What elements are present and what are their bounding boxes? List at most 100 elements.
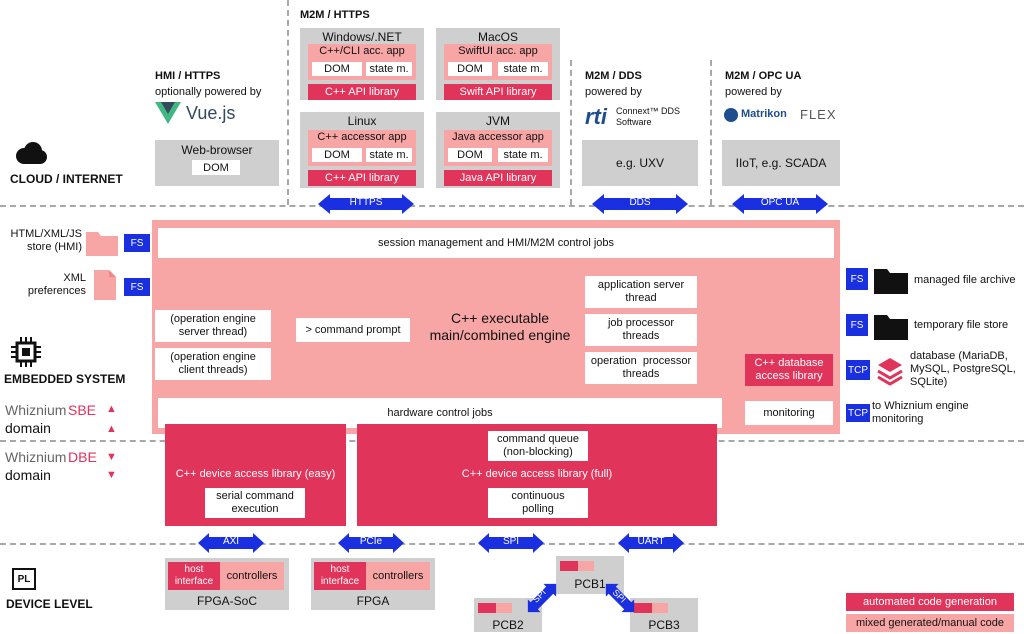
jvm-dom: DOM <box>448 148 492 162</box>
dbe-label: DBE <box>68 449 97 465</box>
dbe-easy-label: C++ device access library (easy) <box>175 468 336 480</box>
linux-title: Linux <box>347 114 377 128</box>
session-box: session management and HMI/M2M control j… <box>158 228 834 258</box>
dds-header: M2M / DDS <box>585 70 642 82</box>
opc-powered-label: powered by <box>725 86 782 98</box>
axi-label: AXI <box>222 536 240 547</box>
jvm-state: state m. <box>498 148 548 162</box>
cmd-queue-box: command queue (non-blocking) <box>488 431 588 461</box>
sbe-up-icon-2: ▲ <box>106 423 117 435</box>
matrikon-logo-icon <box>724 108 738 122</box>
sbe-prefix: Whiznium <box>5 402 67 418</box>
pcb2-chip-red <box>478 603 496 613</box>
cloud-icon <box>12 142 48 164</box>
archive-label: managed file archive <box>914 274 1016 286</box>
pcb1-chip-pink <box>578 561 594 571</box>
https-arrow <box>318 194 414 214</box>
pcb2-chip-pink <box>496 603 512 613</box>
file-icon-xml <box>94 270 116 300</box>
op-server-box: (operation engine server thread) <box>155 310 271 342</box>
sbe-label: SBE <box>68 402 97 418</box>
pl-icon: PL <box>12 568 36 590</box>
jvm-app-label: Java accessor app <box>452 131 544 143</box>
fpga-soc-controllers: controllers <box>220 562 284 590</box>
db-lib-box: C++ database access library <box>745 354 833 386</box>
dbe-full-label: C++ device access library (full) <box>461 468 613 480</box>
https-arrow-label: HTTPS <box>349 197 383 208</box>
rti-logo-icon: rti <box>585 104 607 129</box>
web-browser-label: Web-browser <box>181 143 253 157</box>
separator-hmi <box>287 0 289 205</box>
hmi-powered-label: optionally powered by <box>155 86 262 98</box>
opc-header: M2M / OPC UA <box>725 70 802 82</box>
folder-icon-temp <box>874 312 908 340</box>
web-browser-dom: DOM <box>192 160 240 175</box>
command-prompt[interactable]: > command prompt <box>296 318 410 342</box>
cloud-separator <box>0 205 1024 207</box>
legend-mixed: mixed generated/manual code <box>846 614 1014 632</box>
fpga-host-if: host interface <box>314 562 366 590</box>
uxv-box: e.g. UXV <box>582 140 698 186</box>
pcb3-chip-pink <box>652 603 668 613</box>
dbe-down-icon: ▼ <box>106 451 117 463</box>
jvm-title: JVM <box>486 114 510 128</box>
vue-logo <box>155 102 181 126</box>
macos-app-label: SwiftUI acc. app <box>458 45 538 57</box>
main-engine-label: C++ executable main/combined engine <box>429 310 571 343</box>
device-level-label: DEVICE LEVEL <box>6 597 93 611</box>
macos-dom: DOM <box>448 62 492 76</box>
fs-arrow-html: FS <box>124 234 150 252</box>
pcie-label: PCIe <box>359 536 383 547</box>
app-server-box: application server thread <box>585 276 697 308</box>
xml-pref-label: XML preferences <box>27 272 86 297</box>
rti-logo-text: Connext™ DDS Software <box>616 106 681 127</box>
op-proc-box: operation processor threads <box>585 352 697 384</box>
hw-jobs-box: hardware control jobs <box>158 398 722 428</box>
separator-opc <box>710 60 712 205</box>
fpga-label: FPGA <box>356 594 390 608</box>
sbe-up-icon: ▲ <box>106 403 117 415</box>
pcie-arrow <box>338 533 404 553</box>
folder-icon-html <box>86 228 118 256</box>
m2m-https-header: M2M / HTTPS <box>300 9 370 21</box>
matrikon-logo-text: Matrikon <box>741 108 787 120</box>
pcb1-label: PCB1 <box>574 577 606 591</box>
tcp-arrow-monitor: TCP <box>846 404 870 422</box>
chip-icon <box>10 336 42 368</box>
dds-arrow <box>592 194 688 214</box>
pcb2-label: PCB2 <box>492 618 524 632</box>
database-icon <box>876 356 904 386</box>
embedded-level-label: EMBEDDED SYSTEM <box>4 372 126 386</box>
axi-arrow <box>198 533 264 553</box>
macos-api-lib: Swift API library <box>444 84 552 100</box>
windows-dom: DOM <box>312 62 362 76</box>
html-store-label: HTML/XML/JS store (HMI) <box>10 228 82 253</box>
legend-auto: automated code generation <box>846 593 1014 611</box>
sbe-domain: domain <box>5 420 51 436</box>
dbe-domain: domain <box>5 467 51 483</box>
dds-arrow-label: DDS <box>629 197 651 208</box>
db-label: database (MariaDB, MySQL, PostgreSQL, SQ… <box>910 350 1016 388</box>
serial-box: serial command execution <box>205 488 305 518</box>
dbe-prefix: Whiznium <box>5 449 67 465</box>
monitor-label: to Whiznium engine monitoring <box>872 400 969 425</box>
pcb1-chip-red <box>560 561 578 571</box>
pcb3-label: PCB3 <box>648 618 680 632</box>
hmi-header: HMI / HTTPS <box>155 70 221 82</box>
flex-logo-text: FLEX <box>800 107 837 122</box>
windows-state: state m. <box>366 62 412 76</box>
temp-label: temporary file store <box>914 319 1009 331</box>
linux-state: state m. <box>366 148 412 162</box>
uart-label: UART <box>637 536 665 547</box>
folder-icon-archive <box>874 266 908 294</box>
spi-label: SPI <box>502 536 520 547</box>
monitoring-box: monitoring <box>745 401 833 425</box>
cloud-level-label: CLOUD / INTERNET <box>10 172 123 186</box>
tcp-arrow-db: TCP <box>846 360 870 380</box>
macos-state: state m. <box>498 62 548 76</box>
linux-api-lib: C++ API library <box>308 170 416 186</box>
op-client-box: (operation engine client threads) <box>155 348 271 380</box>
opc-arrow <box>732 194 828 214</box>
pcb3-chip-red <box>634 603 652 613</box>
opc-arrow-label: OPC UA <box>760 197 800 208</box>
